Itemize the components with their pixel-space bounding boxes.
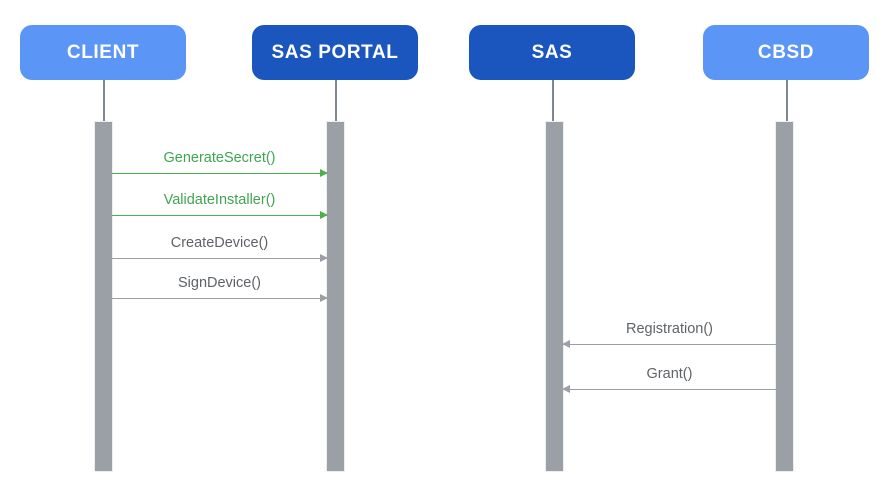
participant-box-sas-portal[interactable]: SAS PORTAL (252, 25, 418, 80)
participant-label-client: CLIENT (66, 42, 140, 63)
activation-bar-client (95, 122, 112, 471)
participant-box-client[interactable]: CLIENT (20, 25, 186, 80)
message-label-create-device: CreateDevice() (170, 235, 269, 252)
message-label-registration: Registration() (625, 321, 714, 338)
lifeline-client (103, 80, 105, 122)
message-line-registration (563, 344, 776, 345)
participant-label-sas: SAS (531, 42, 573, 63)
arrow-right-icon (320, 169, 328, 177)
lifeline-sas-portal (335, 80, 337, 122)
arrow-right-icon (320, 254, 328, 262)
activation-bar-cbsd (776, 122, 793, 471)
message-line-generate-secret (112, 173, 327, 174)
arrow-right-icon (320, 294, 328, 302)
lifeline-sas (552, 80, 554, 122)
message-line-grant (563, 389, 776, 390)
message-line-validate-installer (112, 215, 327, 216)
message-label-grant: Grant() (646, 366, 693, 383)
arrow-right-icon (320, 211, 328, 219)
message-label-generate-secret: GenerateSecret() (163, 150, 276, 167)
message-line-create-device (112, 258, 327, 259)
message-line-sign-device (112, 298, 327, 299)
arrow-left-icon (562, 385, 570, 393)
activation-bar-sas-portal (327, 122, 344, 471)
participant-label-cbsd: CBSD (757, 42, 815, 63)
activation-bar-sas (546, 122, 563, 471)
participant-label-sas-portal: SAS PORTAL (271, 42, 399, 63)
participant-box-sas[interactable]: SAS (469, 25, 635, 80)
arrow-left-icon (562, 340, 570, 348)
message-label-sign-device: SignDevice() (178, 275, 261, 292)
message-label-validate-installer: ValidateInstaller() (163, 192, 276, 209)
participant-box-cbsd[interactable]: CBSD (703, 25, 869, 80)
lifeline-cbsd (786, 80, 788, 122)
